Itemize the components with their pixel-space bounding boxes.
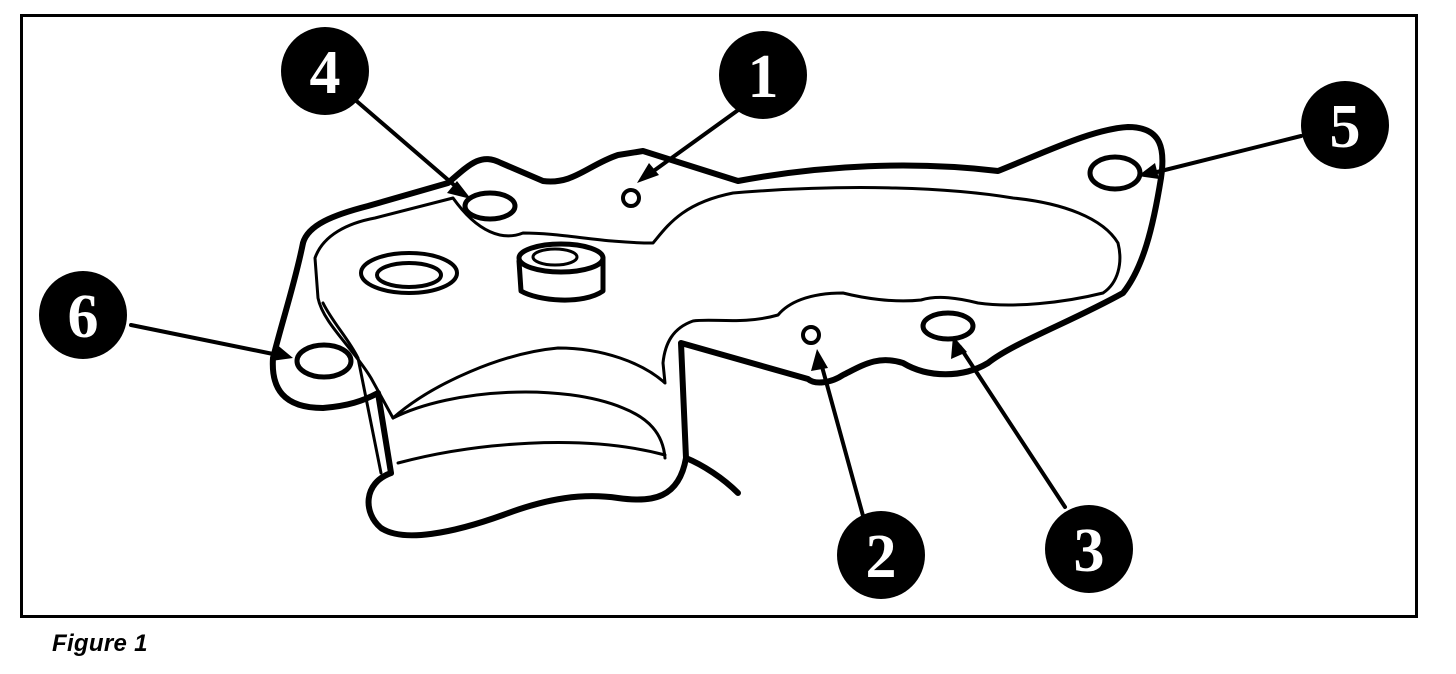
- figure-caption: Figure 1: [52, 630, 148, 657]
- bracket-outline: [300, 124, 1166, 496]
- callout-3-disc: [1045, 505, 1133, 593]
- bracket-inner-outline: [313, 186, 1122, 420]
- callout-4-label: 4: [310, 39, 341, 107]
- callout-2-label: 2: [866, 523, 897, 591]
- channel-lip: [396, 441, 667, 465]
- hole-5: [1087, 154, 1143, 192]
- bracket-diagram: 4 1 5 6 2 3: [39, 27, 1389, 599]
- callout-5-disc: [1301, 81, 1389, 169]
- washer-inner: [375, 261, 443, 289]
- callout-1-disc: [719, 31, 807, 119]
- hole-6: [294, 342, 354, 380]
- callout-1: 1: [719, 31, 807, 119]
- figure-frame: 4 1 5 6 2 3: [20, 14, 1418, 618]
- leader-5: [1151, 134, 1303, 175]
- boss-top-inner: [531, 247, 579, 267]
- callout-2-disc: [837, 511, 925, 599]
- hole-3: [920, 310, 976, 342]
- callout-6-label: 6: [68, 283, 99, 351]
- hole-2: [801, 325, 821, 345]
- arrowhead-6: [271, 343, 293, 361]
- callout-3: 3: [1045, 505, 1133, 593]
- arrowhead-5: [1138, 163, 1159, 179]
- left-rib: [321, 301, 383, 475]
- leader-6: [129, 323, 280, 357]
- callout-5-label: 5: [1330, 93, 1361, 161]
- hole-1: [621, 188, 641, 208]
- bracket-left-outline: [269, 240, 689, 539]
- leader-1: [646, 106, 743, 177]
- callout-1-label: 1: [748, 43, 779, 111]
- callout-5: 5: [1301, 81, 1389, 169]
- arrowhead-3: [951, 336, 967, 359]
- arrowhead-1: [637, 163, 659, 183]
- channel-inner: [391, 390, 667, 460]
- boss-body: [516, 255, 606, 303]
- leader-4: [351, 96, 463, 193]
- callout-6-disc: [39, 271, 127, 359]
- callout-4: 4: [281, 27, 369, 115]
- leader-2: [819, 361, 867, 525]
- arrowheads: [271, 163, 1159, 371]
- arrowhead-2: [811, 349, 828, 371]
- leader-3: [958, 345, 1067, 509]
- callout-6: 6: [39, 271, 127, 359]
- hole-4: [462, 190, 518, 222]
- callout-4-disc: [281, 27, 369, 115]
- washer-outer: [359, 251, 459, 295]
- arrowhead-4: [447, 181, 471, 199]
- callout-3-label: 3: [1074, 517, 1105, 585]
- callout-2: 2: [837, 511, 925, 599]
